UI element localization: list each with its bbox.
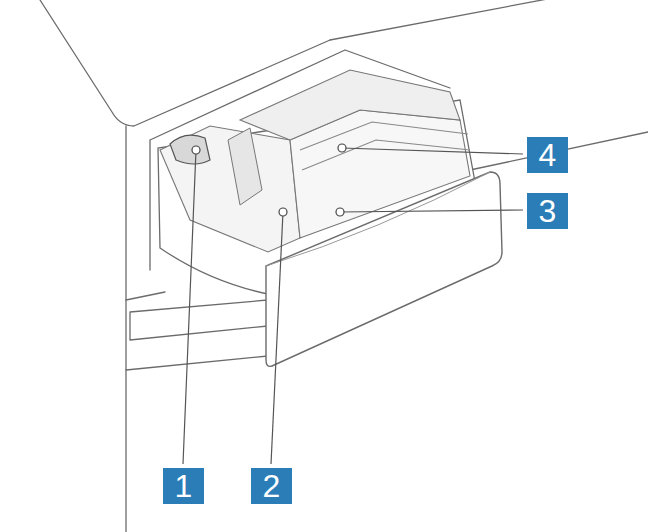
compartment-left xyxy=(160,126,300,252)
compartment-back xyxy=(240,70,460,140)
machine-side-edge xyxy=(125,126,126,532)
siphon-cap xyxy=(170,135,210,164)
leader-dot xyxy=(279,208,287,216)
callout-number: 1 xyxy=(163,468,204,504)
machine-top-back xyxy=(330,0,648,40)
leader-line xyxy=(183,150,196,464)
leader-line xyxy=(271,212,283,464)
compartment-divider xyxy=(300,122,470,170)
callout-number: 4 xyxy=(527,137,568,173)
leader-line xyxy=(340,210,523,212)
opening-bar xyxy=(130,300,268,340)
leader-dot xyxy=(192,146,200,154)
leader-dot xyxy=(338,144,346,152)
leader-line xyxy=(342,148,523,154)
opening-line xyxy=(126,292,165,300)
leader-dot xyxy=(336,208,344,216)
opening-lower xyxy=(126,356,268,370)
drawer-front xyxy=(266,172,502,366)
softener-insert xyxy=(228,128,262,205)
drawer-front-top xyxy=(266,172,490,266)
callout-number: 3 xyxy=(527,193,568,229)
callout-number: 2 xyxy=(251,468,292,504)
